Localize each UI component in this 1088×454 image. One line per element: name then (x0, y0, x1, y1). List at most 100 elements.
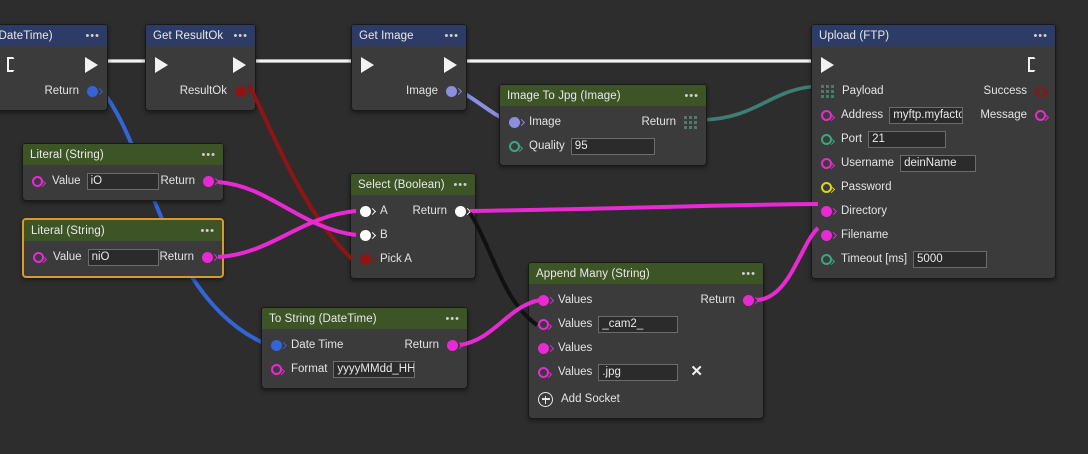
port-image[interactable] (446, 85, 457, 97)
node-header[interactable]: Append Many (String) ••• (529, 263, 763, 284)
node-append-many[interactable]: Append Many (String) ••• Values Return V… (528, 262, 764, 419)
port-username[interactable] (821, 157, 832, 169)
port-return[interactable] (203, 175, 214, 187)
node-select-boolean[interactable]: Select (Boolean) ••• A Return B Pick A (350, 173, 476, 279)
node-image-to-jpg[interactable]: Image To Jpg (Image) ••• Image Return Qu… (499, 84, 707, 166)
port-label-return: Return (404, 339, 439, 351)
port-label-username: Username (841, 157, 895, 169)
node-get-resultok[interactable]: Get ResultOk ••• ResultOk (145, 24, 256, 111)
node-body: Value iO Return (23, 165, 223, 200)
port-values-2[interactable] (538, 318, 549, 330)
port-address[interactable] (821, 109, 832, 121)
quality-input[interactable]: 95 (570, 137, 655, 155)
port-label-resultok: ResultOk (179, 85, 227, 97)
port-value[interactable] (32, 175, 43, 187)
port-return[interactable] (455, 205, 466, 217)
port-format[interactable] (271, 363, 282, 375)
port-row-password: Password (812, 175, 1055, 199)
node-upload-ftp[interactable]: Upload (FTP) ••• Payload Success Address… (811, 24, 1056, 279)
node-menu-icon[interactable]: ••• (201, 148, 216, 161)
add-socket-button[interactable]: Add Socket (529, 387, 763, 411)
exec-in-icon[interactable] (361, 57, 374, 73)
port-quality[interactable] (509, 140, 520, 152)
port-return[interactable] (447, 339, 458, 351)
node-menu-icon[interactable]: ••• (741, 267, 756, 280)
port-return[interactable] (202, 251, 213, 263)
node-header[interactable]: Literal (String) ••• (23, 144, 223, 165)
remove-socket-icon[interactable]: ✕ (690, 363, 703, 380)
port-timeout[interactable] (821, 253, 832, 265)
node-header[interactable]: To String (DateTime) ••• (262, 308, 467, 329)
wire-select-return-to-values3 (468, 211, 539, 327)
exec-out-icon[interactable] (233, 57, 246, 73)
port-label-values-2: Values (558, 318, 593, 330)
node-menu-icon[interactable]: ••• (233, 29, 248, 42)
node-header[interactable]: Get Image ••• (352, 25, 466, 46)
node-header[interactable]: Now (DateTime) ••• (0, 25, 107, 46)
port-image[interactable] (509, 116, 520, 128)
timeout-input[interactable]: 5000 (913, 250, 988, 268)
port-row-value: Value niO Return (24, 245, 222, 269)
port-value[interactable] (33, 251, 44, 263)
username-input[interactable]: deinName (900, 154, 977, 172)
values-2-input[interactable]: _cam2_ (598, 315, 679, 333)
node-literal-nio[interactable]: Literal (String) ••• Value niO Return (22, 218, 224, 278)
exec-in-icon[interactable] (7, 57, 18, 72)
port-success[interactable] (1035, 85, 1046, 97)
node-menu-icon[interactable]: ••• (200, 224, 215, 237)
port-return[interactable] (743, 294, 754, 306)
node-menu-icon[interactable]: ••• (1033, 29, 1048, 42)
node-title: Literal (String) (31, 224, 105, 237)
port-label-return: Return (44, 85, 79, 97)
exec-out-icon[interactable] (444, 57, 457, 73)
port-port[interactable] (821, 133, 832, 145)
port-directory[interactable] (821, 205, 832, 217)
node-menu-icon[interactable]: ••• (684, 89, 699, 102)
port-values-3[interactable] (538, 342, 549, 354)
values-4-input[interactable]: .jpg (598, 363, 679, 381)
node-menu-icon[interactable]: ••• (444, 29, 459, 42)
port-row-port: Port 21 (812, 127, 1055, 151)
port-filename[interactable] (821, 229, 832, 241)
port-return[interactable] (87, 85, 98, 97)
address-input[interactable]: myftp.myfactor (889, 106, 964, 124)
literal-value-input[interactable]: iO (86, 172, 159, 190)
node-header[interactable]: Upload (FTP) ••• (812, 25, 1055, 46)
exec-in-icon[interactable] (155, 57, 168, 73)
wire-jpg-to-payload (701, 84, 821, 122)
node-literal-io[interactable]: Literal (String) ••• Value iO Return (22, 143, 224, 201)
format-input[interactable]: yyyyMMdd_HH (333, 360, 416, 378)
port-date-time[interactable] (271, 339, 282, 351)
node-body: Image (352, 46, 466, 110)
port-values-4[interactable] (538, 366, 549, 378)
node-to-string-datetime[interactable]: To String (DateTime) ••• Date Time Retur… (261, 307, 468, 389)
node-header[interactable]: Image To Jpg (Image) ••• (500, 85, 706, 106)
literal-value-input[interactable]: niO (87, 248, 160, 266)
node-now-datetime[interactable]: Now (DateTime) ••• Return (0, 24, 108, 111)
port-row-values-3: Values (529, 336, 763, 360)
port-return-grid-icon[interactable] (684, 115, 697, 129)
node-header[interactable]: Get ResultOk ••• (146, 25, 255, 46)
exec-out-icon[interactable] (1028, 57, 1039, 72)
port-pick-a[interactable] (360, 253, 371, 265)
port-message[interactable] (1035, 109, 1046, 121)
port-b[interactable] (360, 229, 371, 241)
node-menu-icon[interactable]: ••• (445, 312, 460, 325)
port-payload-grid-icon[interactable] (821, 84, 834, 98)
port-password[interactable] (821, 181, 832, 193)
exec-in-icon[interactable] (821, 57, 834, 73)
node-header[interactable]: Literal (String) ••• (24, 220, 222, 241)
node-header[interactable]: Select (Boolean) ••• (351, 174, 475, 195)
port-a[interactable] (360, 205, 371, 217)
node-get-image[interactable]: Get Image ••• Image (351, 24, 467, 111)
port-resultok[interactable] (235, 85, 246, 97)
port-input[interactable]: 21 (868, 130, 947, 148)
exec-out-icon[interactable] (85, 57, 98, 73)
node-menu-icon[interactable]: ••• (453, 178, 468, 191)
port-label-return: Return (159, 251, 194, 263)
node-menu-icon[interactable]: ••• (85, 29, 100, 42)
port-row-values-1: Values Return (529, 288, 763, 312)
port-values-1[interactable] (538, 294, 549, 306)
node-title: Select (Boolean) (358, 178, 445, 191)
